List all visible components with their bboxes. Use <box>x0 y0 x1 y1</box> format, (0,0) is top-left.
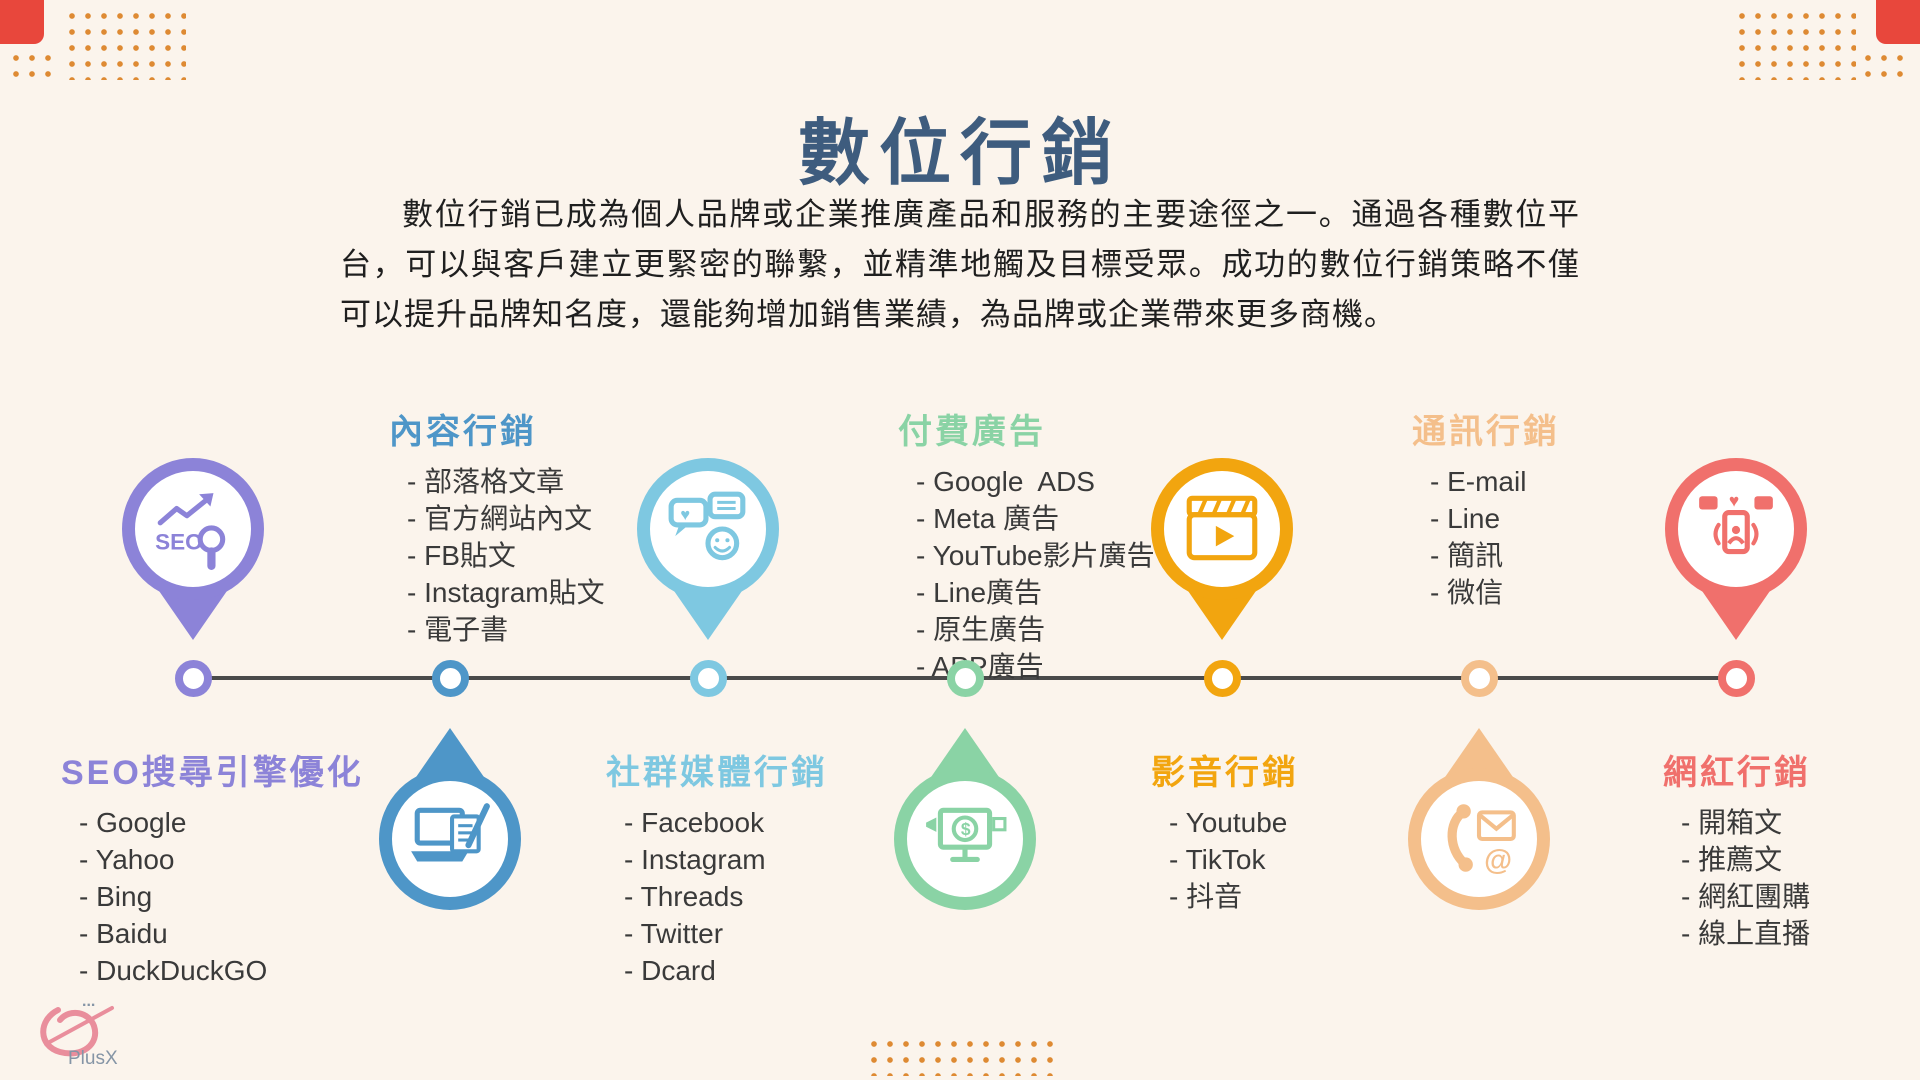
list-item: - Meta 廣告 <box>916 503 1060 534</box>
category-items: - 部落格文章 - 官方網站內文 - FB貼文 - Instagram貼文 - 電子書 <box>389 463 605 648</box>
list-item: - Youtube <box>1169 807 1288 838</box>
timeline-node <box>432 660 469 697</box>
plusx-logo-icon: ... PlusX <box>40 993 118 1069</box>
page-title: 數位行銷 <box>797 114 1122 194</box>
pin-head: ♥ <box>637 458 779 600</box>
dot-grid <box>1860 50 1912 80</box>
list-item: - 部落格文章 <box>407 466 565 497</box>
pin-video-marketing <box>1147 458 1297 640</box>
svg-text:♥: ♥ <box>1729 490 1739 510</box>
category-paid-ads: 付費廣告 - Google ADS- Meta 廣告- YouTube影片廣告-… <box>898 404 1155 685</box>
pin-head: ♥ <box>1665 458 1807 600</box>
influencer-phone-icon: ♥ <box>1699 490 1773 555</box>
list-item: - Threads <box>624 881 744 912</box>
pin-content-marketing <box>375 728 525 910</box>
dot-grid <box>64 8 186 80</box>
svg-text:$: $ <box>961 819 971 839</box>
pin-head <box>379 768 521 910</box>
pin-head: @ <box>1408 768 1550 910</box>
timeline-node <box>1718 660 1755 697</box>
intro-paragraph: 數位行銷已成為個人品牌或企業推廣產品和服務的主要途徑之一。通過各種數位平台，可以… <box>340 197 1580 332</box>
category-influencer: 網紅行銷 - 開箱文 - 推薦文 - 網紅團購 - 線上直播 <box>1663 745 1811 952</box>
category-title: 付費廣告 <box>898 413 1046 451</box>
list-item: - Dcard <box>624 955 716 986</box>
list-item: - 微信 <box>1430 577 1504 608</box>
list-item: - FB貼文 <box>407 540 516 571</box>
pin-messaging: @ <box>1404 728 1554 910</box>
laptop-writing-icon <box>411 803 490 862</box>
list-item: - 簡訊 <box>1430 540 1504 571</box>
list-item: - Google <box>79 807 187 838</box>
pin-paid-ads: $ <box>890 728 1040 910</box>
dot-grid <box>1734 8 1856 80</box>
dot-grid <box>866 1036 1056 1076</box>
list-item: - Line <box>1430 503 1501 534</box>
list-item: - Google ADS <box>916 466 1095 497</box>
timeline-node <box>1204 660 1241 697</box>
category-title: SEO搜尋引擎優化 <box>61 754 364 792</box>
pin-social-media: ♥ <box>633 458 783 640</box>
category-items: - E-mail - Line - 簡訊 - 微信 <box>1412 463 1560 611</box>
phone-mail-icon: @ <box>1447 804 1516 877</box>
category-title: 通訊行銷 <box>1412 413 1560 451</box>
svg-text:@: @ <box>1484 845 1512 877</box>
list-item: - 抖音 <box>1169 881 1243 912</box>
category-items: - 開箱文 - 推薦文 - 網紅團購 - 線上直播 <box>1663 804 1811 952</box>
list-item: - 線上直播 <box>1681 918 1811 949</box>
dot-grid <box>8 50 60 80</box>
list-item: - Instagram貼文 <box>407 577 605 608</box>
list-item: - Instagram <box>624 844 766 875</box>
timeline-node <box>947 660 984 697</box>
list-item: - YouTube影片廣告 <box>916 540 1155 571</box>
list-item: - Yahoo <box>79 844 175 875</box>
list-item: - Line廣告 <box>916 577 1043 608</box>
list-item: - 原生廣告 <box>916 614 1046 645</box>
list-item: - Facebook <box>624 807 765 838</box>
list-item: - Baidu <box>79 918 168 949</box>
pin-head <box>1151 458 1293 600</box>
list-item: - 電子書 <box>407 614 509 645</box>
list-item: - Twitter <box>624 918 724 949</box>
list-item: - 官方網站內文 <box>407 503 593 534</box>
pin-head: $ <box>894 768 1036 910</box>
seo-chart-magnifier-icon: SEO <box>155 493 226 570</box>
list-item: - TikTok <box>1169 844 1266 875</box>
svg-text:SEO: SEO <box>155 529 203 554</box>
list-item: - DuckDuckGO <box>79 955 268 986</box>
list-item: - Bing <box>79 881 153 912</box>
chat-bubbles-icon: ♥ <box>668 491 746 561</box>
category-title: 社群媒體行銷 <box>606 754 828 792</box>
timeline-node <box>175 660 212 697</box>
plusx-logo: ... PlusX <box>26 980 146 1080</box>
list-item: - 推薦文 <box>1681 844 1783 875</box>
category-items: - Facebook - Instagram - Threads - Twitter -… <box>606 804 828 989</box>
pin-seo: SEO <box>118 458 268 640</box>
category-video-marketing: 影音行銷 - Youtube - TikTok - 抖音 <box>1151 745 1299 915</box>
corner-square <box>0 0 44 44</box>
category-messaging: 通訊行銷 - E-mail - Line - 簡訊 - 微信 <box>1412 404 1560 611</box>
logo-text: PlusX <box>68 1048 118 1069</box>
category-content-marketing: 內容行銷 - 部落格文章- 官方網站內文- FB貼文- Instagram貼文-… <box>389 404 605 648</box>
category-items: - Youtube - TikTok - 抖音 <box>1151 804 1299 915</box>
pin-head: SEO <box>122 458 264 600</box>
logo-dots: ... <box>82 993 95 1010</box>
category-seo: SEO搜尋引擎優化 - Google- Yahoo- Bing- Baidu- … <box>61 745 364 989</box>
ads-monitor-icon: $ <box>926 807 1007 863</box>
clapperboard-icon <box>1186 495 1258 561</box>
category-social-media: 社群媒體行銷 - Facebook - Instagram - Threads - T… <box>606 745 828 989</box>
category-title: 網紅行銷 <box>1663 754 1811 792</box>
category-title: 影音行銷 <box>1151 754 1299 792</box>
svg-text:♥: ♥ <box>680 506 690 524</box>
pin-influencer: ♥ <box>1661 458 1811 640</box>
category-title: 內容行銷 <box>389 413 537 451</box>
list-item: - 開箱文 <box>1681 807 1783 838</box>
timeline-node <box>1461 660 1498 697</box>
category-items: - Google ADS - Meta 廣告 - YouTube影片廣告 - Line… <box>898 463 1155 685</box>
timeline-node <box>690 660 727 697</box>
category-items: - Google - Yahoo - Bing - Baidu - DuckDuckGO <box>61 804 364 989</box>
corner-square <box>1876 0 1920 44</box>
list-item: - E-mail <box>1430 466 1527 497</box>
list-item: - 網紅團購 <box>1681 881 1811 912</box>
